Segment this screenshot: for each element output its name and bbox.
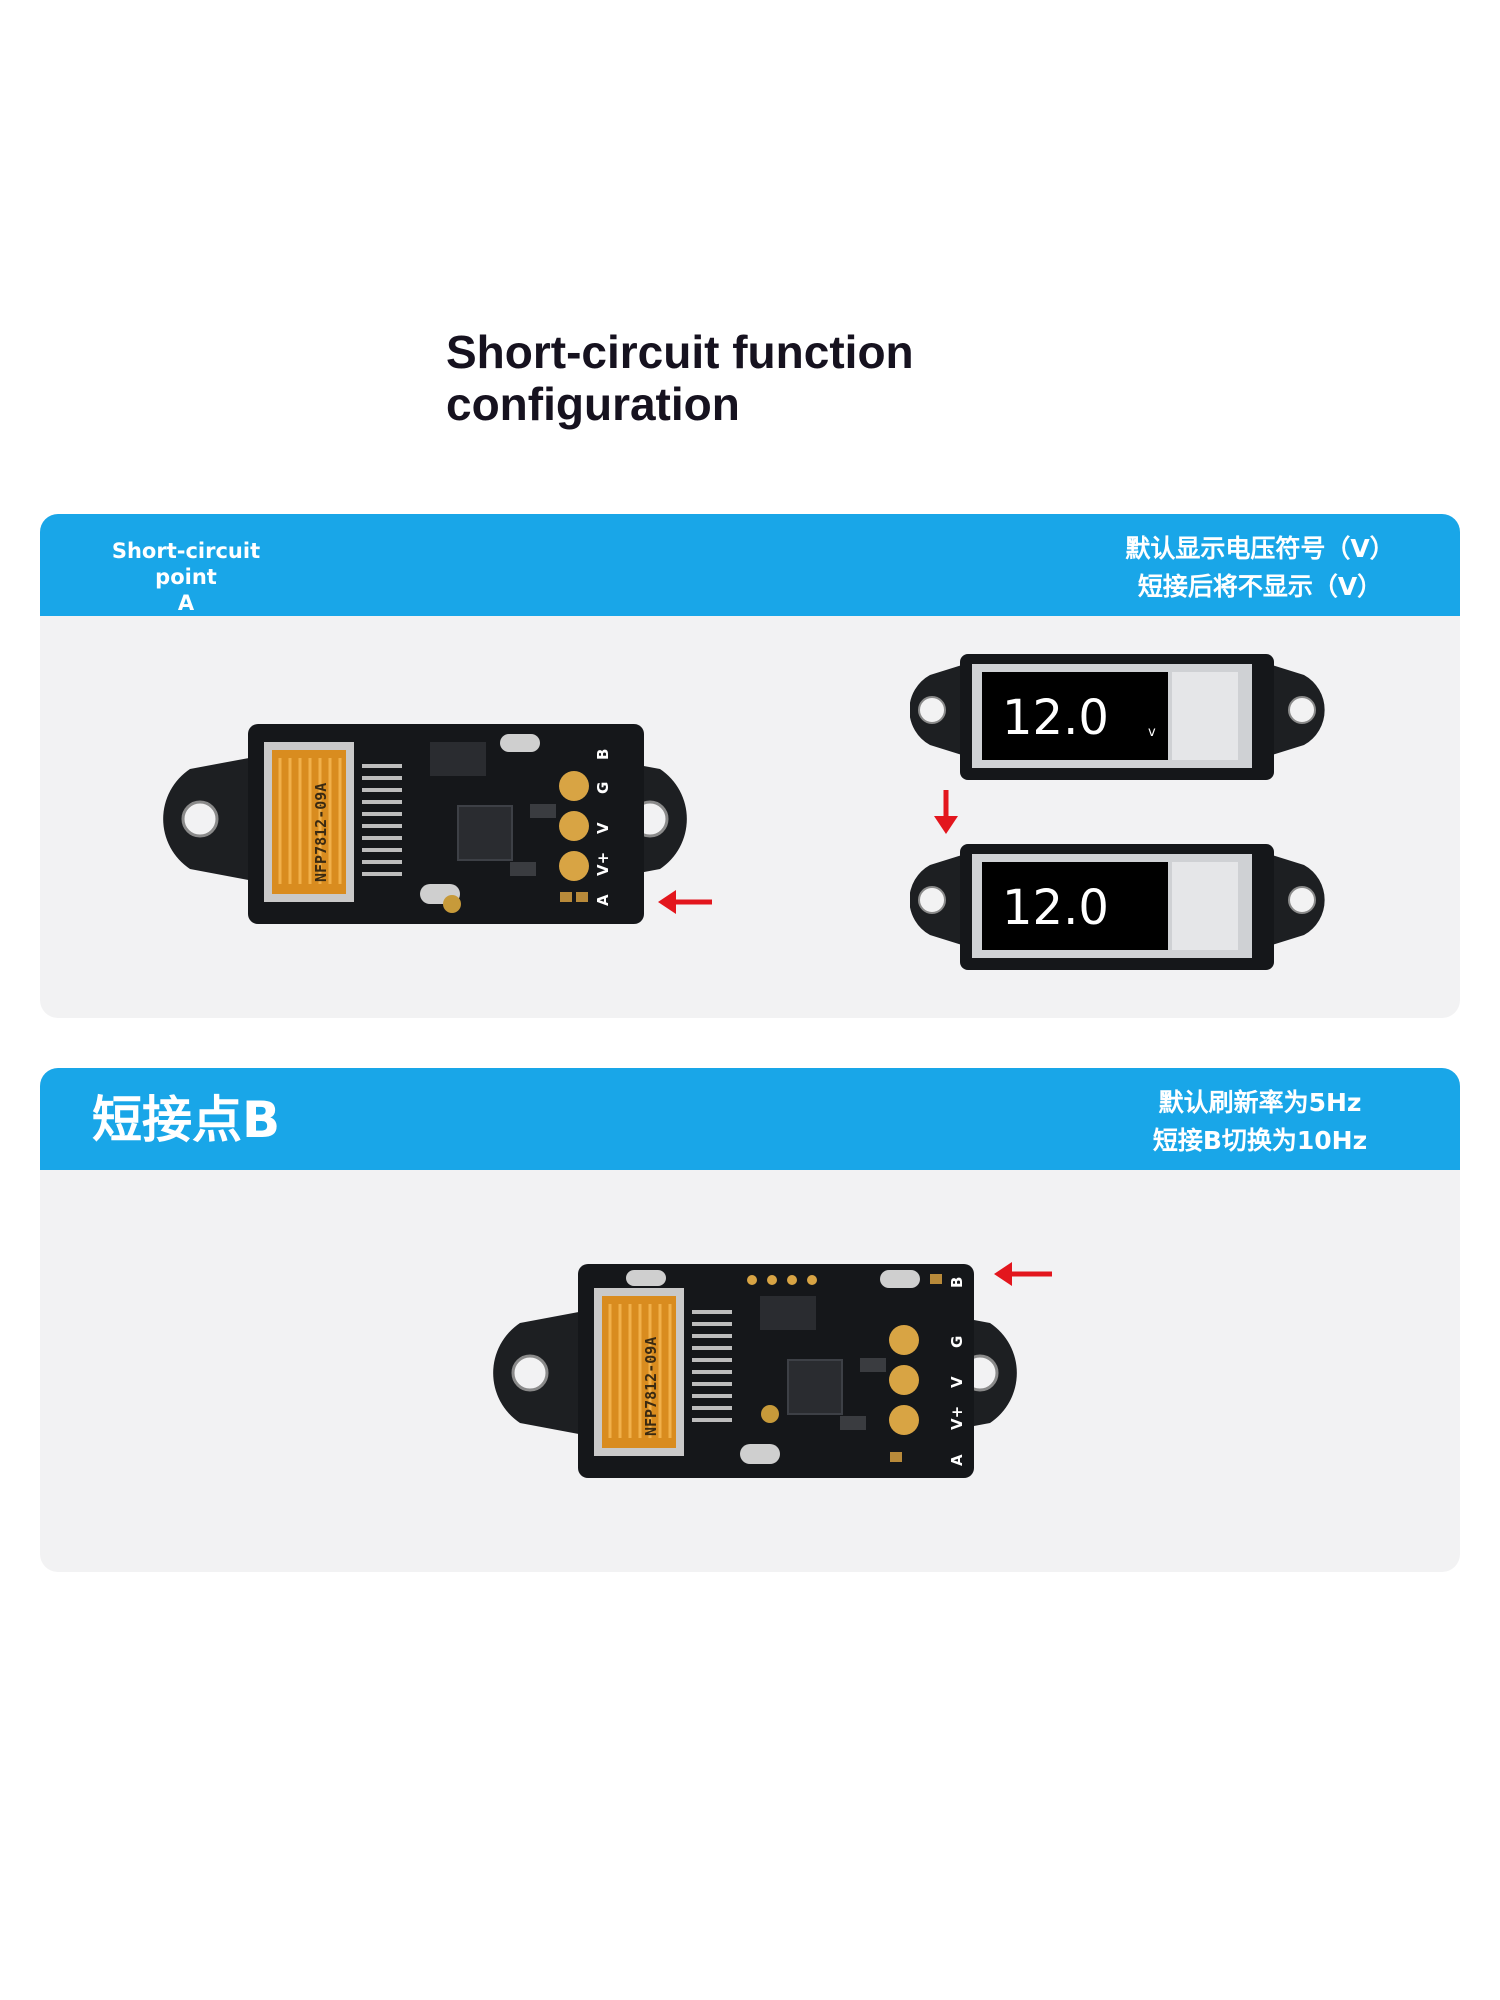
section-b-panel: 短接点B 默认刷新率为5Hz 短接B切换为10Hz NFP7812-09A bbox=[40, 1068, 1460, 1572]
pad-label-g-b: G bbox=[948, 1336, 966, 1348]
section-b-note-line2: 短接B切换为10Hz bbox=[1152, 1126, 1368, 1155]
fpc-label-a: NFP7812-09A bbox=[312, 783, 330, 882]
section-a-panel: Short-circuit point A 默认显示电压符号（V） 短接后将不显… bbox=[40, 514, 1460, 1018]
page-title: Short-circuit function configuration bbox=[446, 326, 1066, 430]
red-arrow-b-icon bbox=[994, 1262, 1052, 1286]
section-a-label-line2: A bbox=[177, 591, 195, 615]
display-top-value: 12.0 bbox=[1002, 690, 1109, 746]
section-a-note: 默认显示电压符号（V） 短接后将不显示（V） bbox=[1080, 530, 1440, 606]
pad-label-v-a: V bbox=[594, 822, 612, 834]
red-arrow-a-icon bbox=[658, 890, 712, 914]
display-comparison: 12.0 v 12.0 bbox=[910, 654, 1325, 970]
display-module-bottom: 12.0 bbox=[910, 844, 1325, 970]
board-photo-b: NFP7812-09A B G V V+ A bbox=[493, 1262, 1052, 1478]
pad-label-a-b: A bbox=[948, 1454, 966, 1466]
pad-label-g-a: G bbox=[594, 782, 612, 794]
display-module-top: 12.0 v bbox=[910, 654, 1325, 780]
section-b-note: 默认刷新率为5Hz 短接B切换为10Hz bbox=[1100, 1084, 1420, 1160]
mcu-chip-b bbox=[787, 1359, 843, 1415]
page-title-line1: Short-circuit function bbox=[446, 326, 914, 378]
pad-label-v-b: V bbox=[948, 1376, 966, 1388]
section-a-label-line1: Short-circuit point bbox=[111, 539, 261, 589]
section-b-note-line1: 默认刷新率为5Hz bbox=[1158, 1088, 1362, 1117]
pad-label-b-b: B bbox=[948, 1277, 966, 1288]
pad-label-vplus-a: V+ bbox=[594, 852, 612, 876]
fpc-label-b: NFP7812-09A bbox=[642, 1337, 660, 1436]
section-a-header-bar: Short-circuit point A 默认显示电压符号（V） 短接后将不显… bbox=[40, 514, 1460, 616]
section-a-note-line1: 默认显示电压符号（V） bbox=[1125, 534, 1395, 563]
section-b-header-bar: 短接点B 默认刷新率为5Hz 短接B切换为10Hz bbox=[40, 1068, 1460, 1170]
section-b-label: 短接点B bbox=[92, 1091, 281, 1149]
pad-label-b-a: B bbox=[594, 749, 612, 760]
pad-label-a-a: A bbox=[594, 894, 612, 906]
display-bottom-value: 12.0 bbox=[1002, 880, 1109, 936]
page-title-line2: configuration bbox=[446, 378, 740, 430]
section-a-label: Short-circuit point A bbox=[86, 538, 286, 616]
mcu-chip-a bbox=[457, 805, 513, 861]
section-a-note-line2: 短接后将不显示（V） bbox=[1137, 572, 1383, 601]
pad-label-vplus-b: V+ bbox=[948, 1406, 966, 1430]
red-arrow-down-icon bbox=[934, 790, 958, 834]
board-photo-a: NFP7812-09A B G V V+ A bbox=[163, 724, 712, 924]
display-top-unit: v bbox=[1148, 725, 1156, 740]
